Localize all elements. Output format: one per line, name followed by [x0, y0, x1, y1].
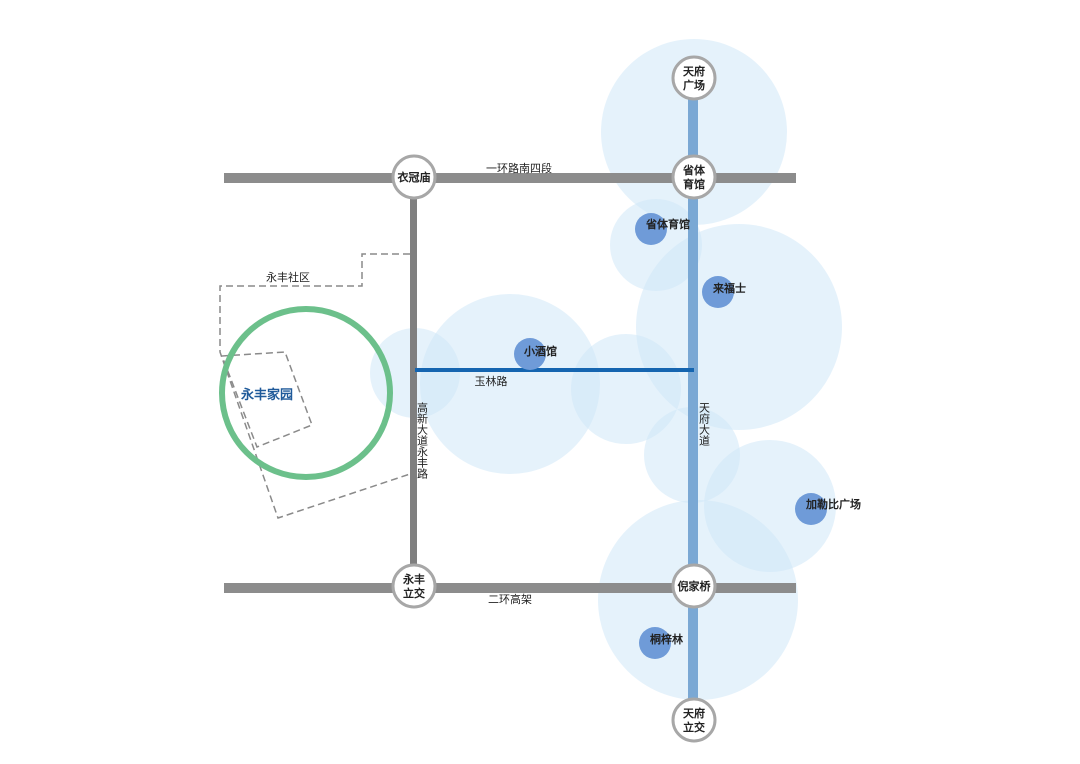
estate-boundary — [220, 351, 313, 448]
station-node-icon[interactable] — [391, 154, 437, 200]
node-label-tianfu-interchange-line2: 立交 — [683, 720, 705, 734]
road-erhuan — [224, 583, 796, 593]
road-label-gaoxin: 高新大道永丰路 — [416, 401, 429, 480]
station-node-icon[interactable] — [671, 154, 717, 200]
road-tianfu — [688, 78, 698, 720]
node-label-yiguanmiao: 衣冠庙 — [398, 170, 431, 184]
road-gaoxin — [410, 178, 417, 588]
poi-labels: 省体育馆 来福士 小酒馆 加勒比广场 桐梓林 — [523, 217, 861, 646]
station-node-icon[interactable] — [671, 697, 717, 743]
station-node-icon[interactable] — [391, 563, 437, 609]
poi-markers — [514, 213, 827, 659]
node-label-tianfu-interchange-line1: 天府 — [683, 706, 705, 720]
poi-label-galleria: 加勒比广场 — [805, 497, 861, 511]
node-label-stadium-line1: 省体 — [682, 163, 706, 177]
node-label-stadium-line2: 育馆 — [683, 177, 705, 191]
road-yihuan — [224, 173, 796, 183]
road-yulin — [415, 368, 694, 372]
estate-ring — [219, 306, 393, 480]
community-boundary — [219, 253, 411, 519]
road-label-yihuan: 一环路南四段 — [486, 161, 552, 175]
station-nodes — [391, 55, 717, 743]
community-label: 永丰社区 — [266, 270, 310, 284]
poi-label-bar: 小酒馆 — [523, 344, 557, 358]
road-label-yulin: 玉林路 — [475, 374, 508, 388]
poi-label-tongzilin: 桐梓林 — [650, 632, 683, 646]
node-label-yongfeng-line2: 立交 — [403, 586, 425, 600]
poi-marker-icon[interactable] — [702, 276, 734, 308]
node-label-tianfu-square-line1: 天府 — [683, 64, 705, 78]
road-labels: 一环路南四段 二环高架 玉林路 高新大道永丰路 天府大道 — [416, 161, 711, 606]
poi-marker-icon[interactable] — [639, 627, 671, 659]
station-node-icon[interactable] — [671, 55, 717, 101]
coverage-circle-bar — [420, 294, 600, 474]
major-roads — [224, 78, 796, 720]
station-node-icon[interactable] — [671, 563, 717, 609]
node-label-yongfeng-line1: 永丰 — [402, 572, 425, 586]
road-label-erhuan: 二环高架 — [488, 592, 532, 606]
road-label-tianfu: 天府大道 — [698, 402, 711, 446]
node-label-tianfu-square-line2: 广场 — [683, 78, 705, 92]
estate-label: 永丰家园 — [240, 387, 293, 403]
coverage-circle-yulin-east — [571, 334, 681, 444]
poi-marker-icon[interactable] — [795, 493, 827, 525]
community-boundary-outer — [219, 253, 411, 519]
node-labels: 衣冠庙 天府 广场 省体 育馆 永丰 立交 倪家桥 天府 立交 — [398, 64, 712, 734]
poi-label-stadium: 省体育馆 — [645, 217, 690, 231]
poi-marker-icon[interactable] — [635, 213, 667, 245]
node-label-nijiaqiao: 倪家桥 — [678, 579, 712, 593]
poi-label-raffles: 来福士 — [712, 281, 746, 295]
poi-marker-icon[interactable] — [514, 338, 546, 370]
coverage-circle-raffles — [636, 224, 842, 430]
